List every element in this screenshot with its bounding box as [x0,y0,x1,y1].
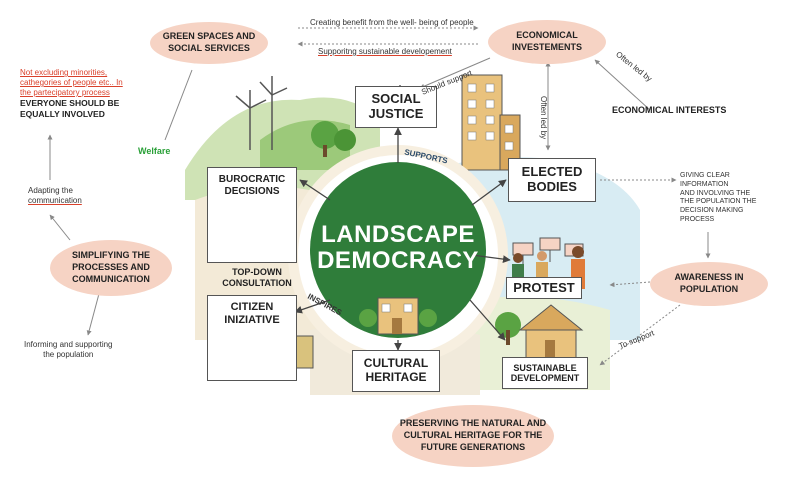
center-title-line1: LANDSCAPE [321,221,475,248]
giving-l4: THE POPULATION THE [680,198,757,206]
informing-l1: Informing and supporting [24,340,113,349]
everyone-involved-note: EVERYONE SHOULD BE EQUALLY INVOLVED [20,98,119,120]
wind-turbine-icon [235,76,288,150]
tree-icon [311,121,356,157]
social-justice-l1: SOCIAL [371,91,421,107]
adapting-l2: communication [28,196,82,205]
not-excluding-note: Not excluding minorities, cathegories of… [20,68,123,98]
simplifying-l2: PROCESSES AND [72,262,150,273]
sustainable-l1: SUSTAINABLE [513,362,577,373]
center-title-line2: DEMOCRACY [317,247,479,275]
giving-l2: INFORMATION [680,180,729,188]
protest-people-icon [512,237,585,289]
awareness-l1: AWARENESS IN [674,272,744,283]
giving-l1: GIVING CLEAR [680,172,730,179]
center-arrows [294,85,511,351]
everyone-l1: EVERYONE SHOULD BE [20,98,120,108]
connector-arrows [47,25,711,366]
citizen-l2: INIZIATIVE [224,313,280,326]
center-title: LANDSCAPE DEMOCRACY [310,221,486,275]
burocratic-l1: BUROCRATIC [218,174,286,185]
apartment-building-icon [461,74,521,171]
simplifying-l3: COMMUNICATION [72,273,150,284]
creating-benefit-note: Creating benefit from the well- being of… [310,18,474,27]
simplifying-l1: SIMPLIFYING THE [71,250,150,261]
awareness-l2: POPULATION [679,284,739,294]
not-excluding-l2: cathegories of people etc.. In [20,78,123,87]
economical-l2: INVESTEMENTS [511,42,582,52]
giving-l6: PROCESS [680,215,715,223]
everyone-l2: EQUALLY INVOLVED [20,109,105,120]
topdown-l1: TOP-DOWN [232,267,282,277]
elected-l2: BODIES [527,179,577,194]
elected-l1: ELECTED [521,164,583,180]
center-circle [310,162,486,338]
adapting-communication-note: Adapting the communication [28,186,82,206]
adapting-l1: Adapting the [28,186,73,195]
preserving-l3: FUTURE GENERATIONS [420,441,526,452]
preserving-l2: CULTURAL HERITAGE FOR THE [403,430,543,441]
burocratic-l2: DECISIONS [224,185,280,197]
giving-l5: DECISION MAKING [680,207,744,214]
preserving-l1: PRESERVING THE NATURAL AND [399,418,547,429]
supporting-development-note: Supporitng sustainable developement [318,47,452,56]
topdown-l2: CONSULTATION [222,277,292,288]
giving-l3: AND INVOLVING THE [680,189,751,197]
top-down-consultation-label: TOP-DOWN CONSULTATION [222,267,292,289]
house-icon [359,297,437,335]
economical-interests-note: ECONOMICAL INTERESTS [612,105,727,115]
sustainable-l2: DEVELOPMENT [510,373,580,383]
giving-clear-information-note: GIVING CLEAR INFORMATION AND INVOLVING T… [680,172,756,225]
protest-box: PROTEST [506,277,582,299]
cultural-l1: CULTURAL [363,356,429,371]
social-justice-l2: JUSTICE [368,106,424,121]
not-excluding-l1: Not excluding minorities, [20,68,108,77]
welfare-label: Welfare [138,146,171,156]
green-l2: SOCIAL SERVICES [168,43,250,53]
often-led-by-vertical-label: Often led by [539,96,548,140]
economical-l1: ECONOMICAL [516,30,578,41]
citizen-l1: CITIZEN [230,301,274,313]
green-l1: GREEN SPACES AND [162,31,256,42]
informing-supporting-note: Informing and supporting the population [24,340,113,360]
not-excluding-l3: the partecipatory process [20,88,110,97]
cultural-l2: HERITAGE [365,370,427,384]
informing-l2: the population [43,350,94,359]
